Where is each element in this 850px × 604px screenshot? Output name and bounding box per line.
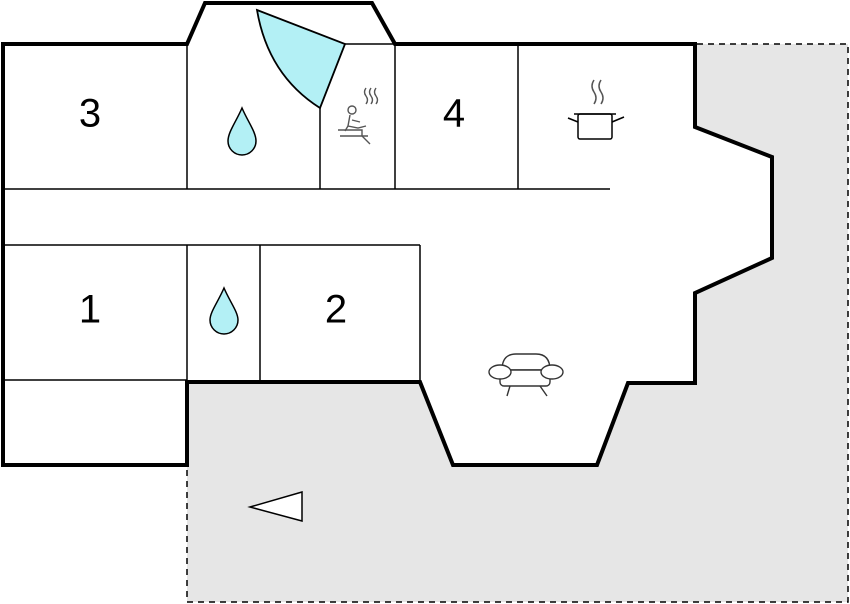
- pool-icon: [255, 8, 347, 110]
- room-label-2: 2: [325, 288, 347, 332]
- direction-arrow-icon: [247, 491, 303, 522]
- cooking-pot-icon: [567, 79, 625, 140]
- room-label-1: 1: [79, 288, 101, 332]
- room-label-3: 3: [79, 92, 101, 136]
- room-label-4: 4: [443, 92, 465, 136]
- exterior-walls: [1, 1, 774, 467]
- armchair-icon: [488, 353, 564, 397]
- water-drop-icon: [227, 106, 257, 156]
- sauna-icon: [338, 87, 379, 145]
- terrace-area: [186, 43, 849, 603]
- water-drop-icon: [209, 286, 239, 335]
- interior-walls: [3, 43, 610, 382]
